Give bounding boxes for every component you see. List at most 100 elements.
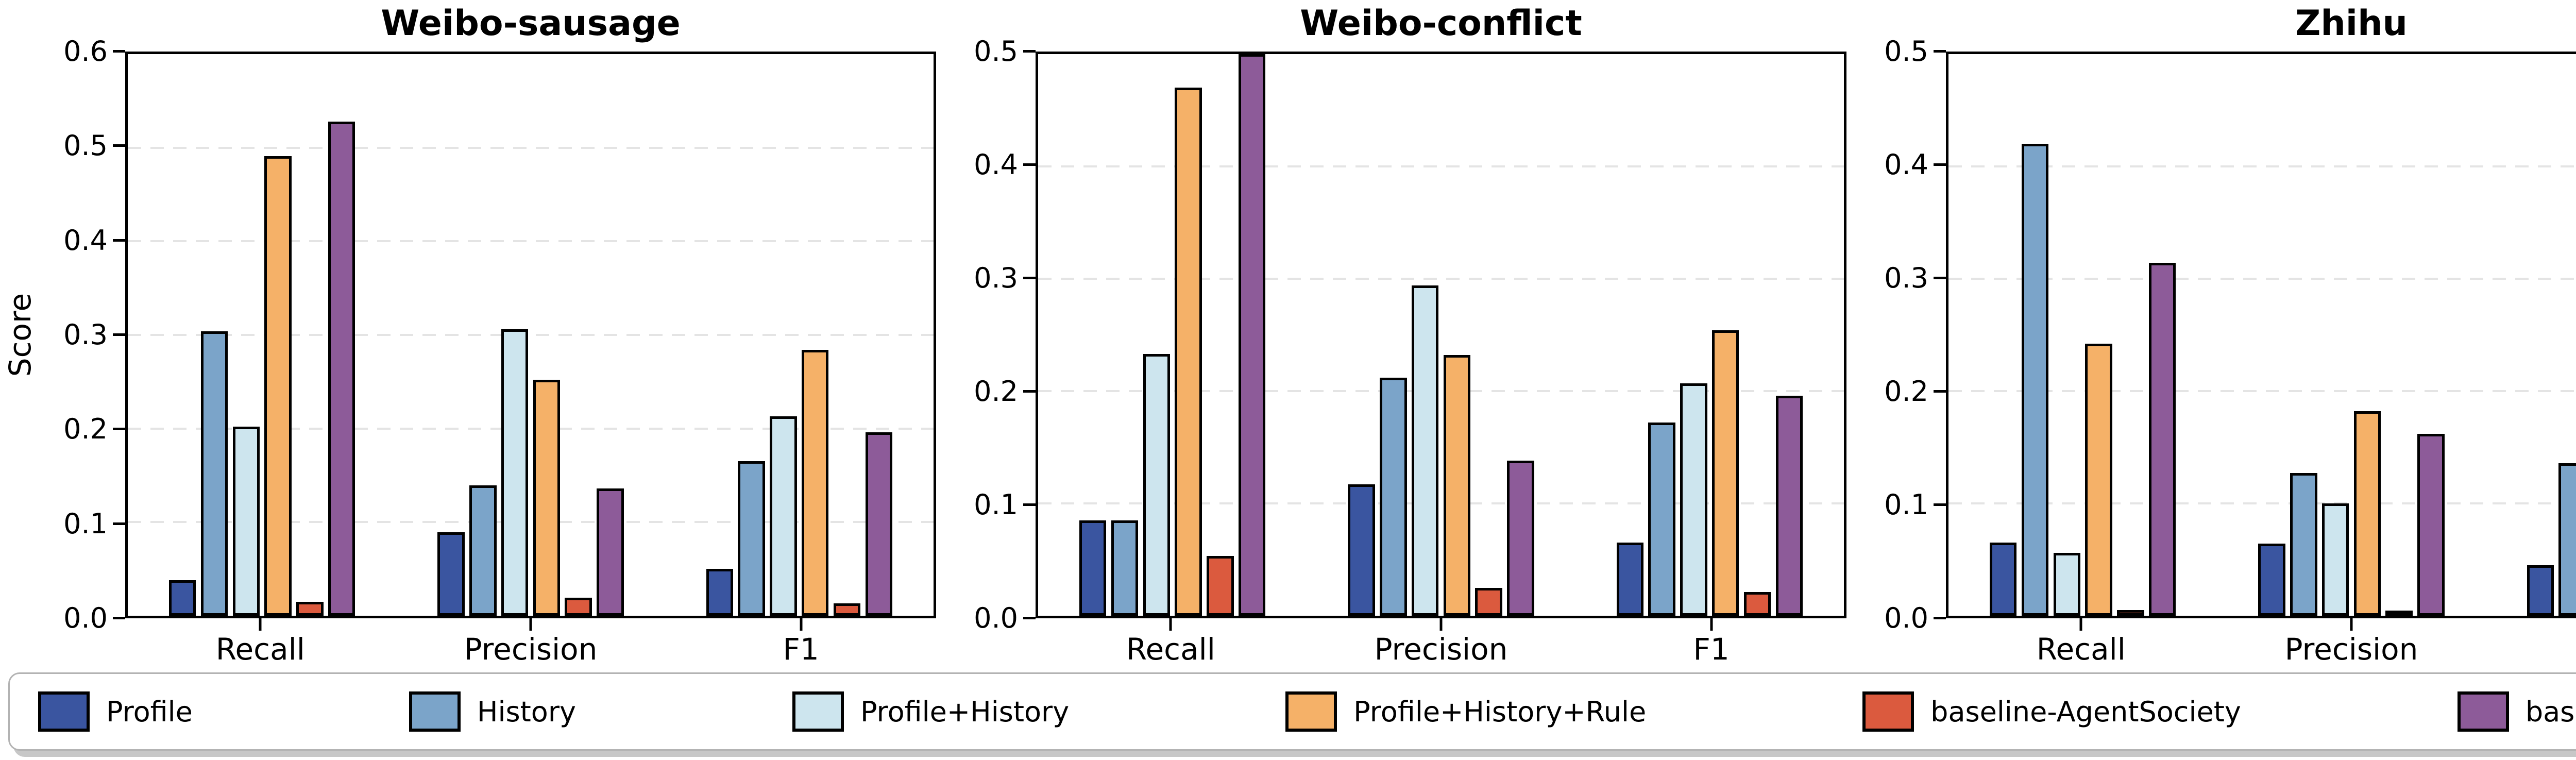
- bar-baseline-hisim: [1507, 461, 1534, 616]
- bar-history: [200, 331, 228, 616]
- x-tick-mark: [2079, 618, 2082, 631]
- x-tick-mark: [1439, 618, 1443, 631]
- bar-history: [469, 485, 497, 616]
- bar-baseline-agentsociety: [2385, 611, 2413, 616]
- bar-profile-history: [2053, 552, 2080, 616]
- legend-label: Profile: [106, 695, 193, 728]
- bar-profile: [2258, 544, 2285, 616]
- x-tick-mark: [259, 618, 262, 631]
- gridline: [1948, 165, 2576, 167]
- gridline: [1038, 278, 1844, 280]
- bar-history: [1111, 520, 1139, 616]
- legend-swatch: [792, 691, 844, 732]
- bar-baseline-agentsociety: [2117, 610, 2144, 616]
- bar-baseline-hisim: [2148, 263, 2176, 616]
- y-tick-mark: [113, 428, 125, 431]
- bar-profile-history: [232, 427, 260, 616]
- y-tick-label: 0.4: [1884, 148, 1928, 181]
- bar-baseline-agentsociety: [565, 598, 592, 616]
- x-tick-label: Precision: [2284, 632, 2418, 667]
- y-tick-mark: [1934, 617, 1946, 619]
- y-tick-label: 0.4: [63, 224, 108, 257]
- legend-swatch: [1285, 691, 1337, 732]
- x-tick-label: Precision: [1374, 632, 1508, 667]
- bar-profile: [169, 580, 196, 616]
- bar-profile-history-rule: [2085, 344, 2112, 616]
- gridline: [128, 521, 934, 523]
- bar-profile-history-rule: [802, 350, 829, 616]
- bar-profile-history-rule: [1175, 88, 1202, 616]
- bar-profile-history-rule: [2353, 411, 2381, 616]
- x-tick-mark: [1710, 618, 1713, 631]
- y-tick-label: 0.5: [1884, 35, 1928, 67]
- bar-profile-history: [2321, 503, 2349, 616]
- y-tick-mark: [113, 617, 125, 619]
- gridline: [128, 240, 934, 243]
- x-tick-label: Recall: [2036, 632, 2126, 667]
- legend-item: Profile: [38, 691, 193, 732]
- y-tick-label: 0.6: [63, 35, 108, 67]
- legend-swatch: [409, 691, 461, 732]
- gridline: [128, 334, 934, 336]
- y-tick-label: 0.5: [63, 129, 108, 162]
- bar-profile-history-rule: [264, 156, 292, 616]
- gridline: [128, 146, 934, 149]
- y-tick-mark: [1023, 503, 1036, 506]
- y-tick-mark: [113, 50, 125, 53]
- legend-swatch: [38, 691, 90, 732]
- gridline: [1038, 502, 1844, 504]
- y-tick-mark: [113, 144, 125, 147]
- subplot-title: Weibo-conflict: [1300, 3, 1582, 44]
- gridline: [1948, 502, 2576, 504]
- y-tick-label: 0.1: [63, 507, 108, 540]
- bar-baseline-hisim: [328, 121, 355, 616]
- legend-swatch: [1862, 691, 1914, 732]
- y-axis-label: Score: [3, 293, 38, 377]
- bar-profile-history: [1680, 383, 1707, 616]
- bar-profile-history: [1411, 285, 1439, 616]
- y-tick-mark: [113, 522, 125, 525]
- y-tick-label: 0.0: [1884, 602, 1928, 634]
- y-tick-mark: [1934, 277, 1946, 279]
- bar-profile: [2527, 565, 2554, 616]
- bar-profile-history: [501, 329, 529, 616]
- gridline: [128, 427, 934, 430]
- bar-baseline-agentsociety: [1207, 556, 1234, 616]
- bar-history: [738, 461, 765, 616]
- bar-baseline-agentsociety: [296, 601, 324, 616]
- bar-profile: [1990, 543, 2017, 616]
- legend-item: Profile+History: [792, 691, 1069, 732]
- y-tick-label: 0.2: [63, 413, 108, 446]
- x-tick-label: Precision: [464, 632, 598, 667]
- y-tick-label: 0.0: [63, 602, 108, 634]
- bar-profile: [437, 532, 465, 616]
- y-tick-mark: [1934, 390, 1946, 393]
- y-tick-label: 0.1: [974, 488, 1018, 521]
- subplot-title: Weibo-sausage: [381, 3, 681, 44]
- legend-item: History: [409, 691, 576, 732]
- subplot-title: Zhihu: [2295, 3, 2408, 44]
- x-tick-mark: [800, 618, 803, 631]
- bar-profile-history-rule: [1712, 330, 1739, 616]
- x-tick-label: Recall: [215, 632, 305, 667]
- bar-profile: [1616, 543, 1644, 616]
- y-axis-label-column: Score: [0, 0, 40, 667]
- bar-history: [2021, 144, 2049, 616]
- plot-area: [1946, 52, 2576, 618]
- gridline: [1948, 278, 2576, 280]
- bar-history: [1648, 423, 1675, 616]
- y-tick-label: 0.0: [974, 602, 1018, 634]
- y-tick-mark: [1934, 50, 1946, 53]
- plot-area: [1036, 52, 1846, 618]
- y-tick-label: 0.2: [974, 375, 1018, 408]
- bar-profile: [1348, 484, 1375, 616]
